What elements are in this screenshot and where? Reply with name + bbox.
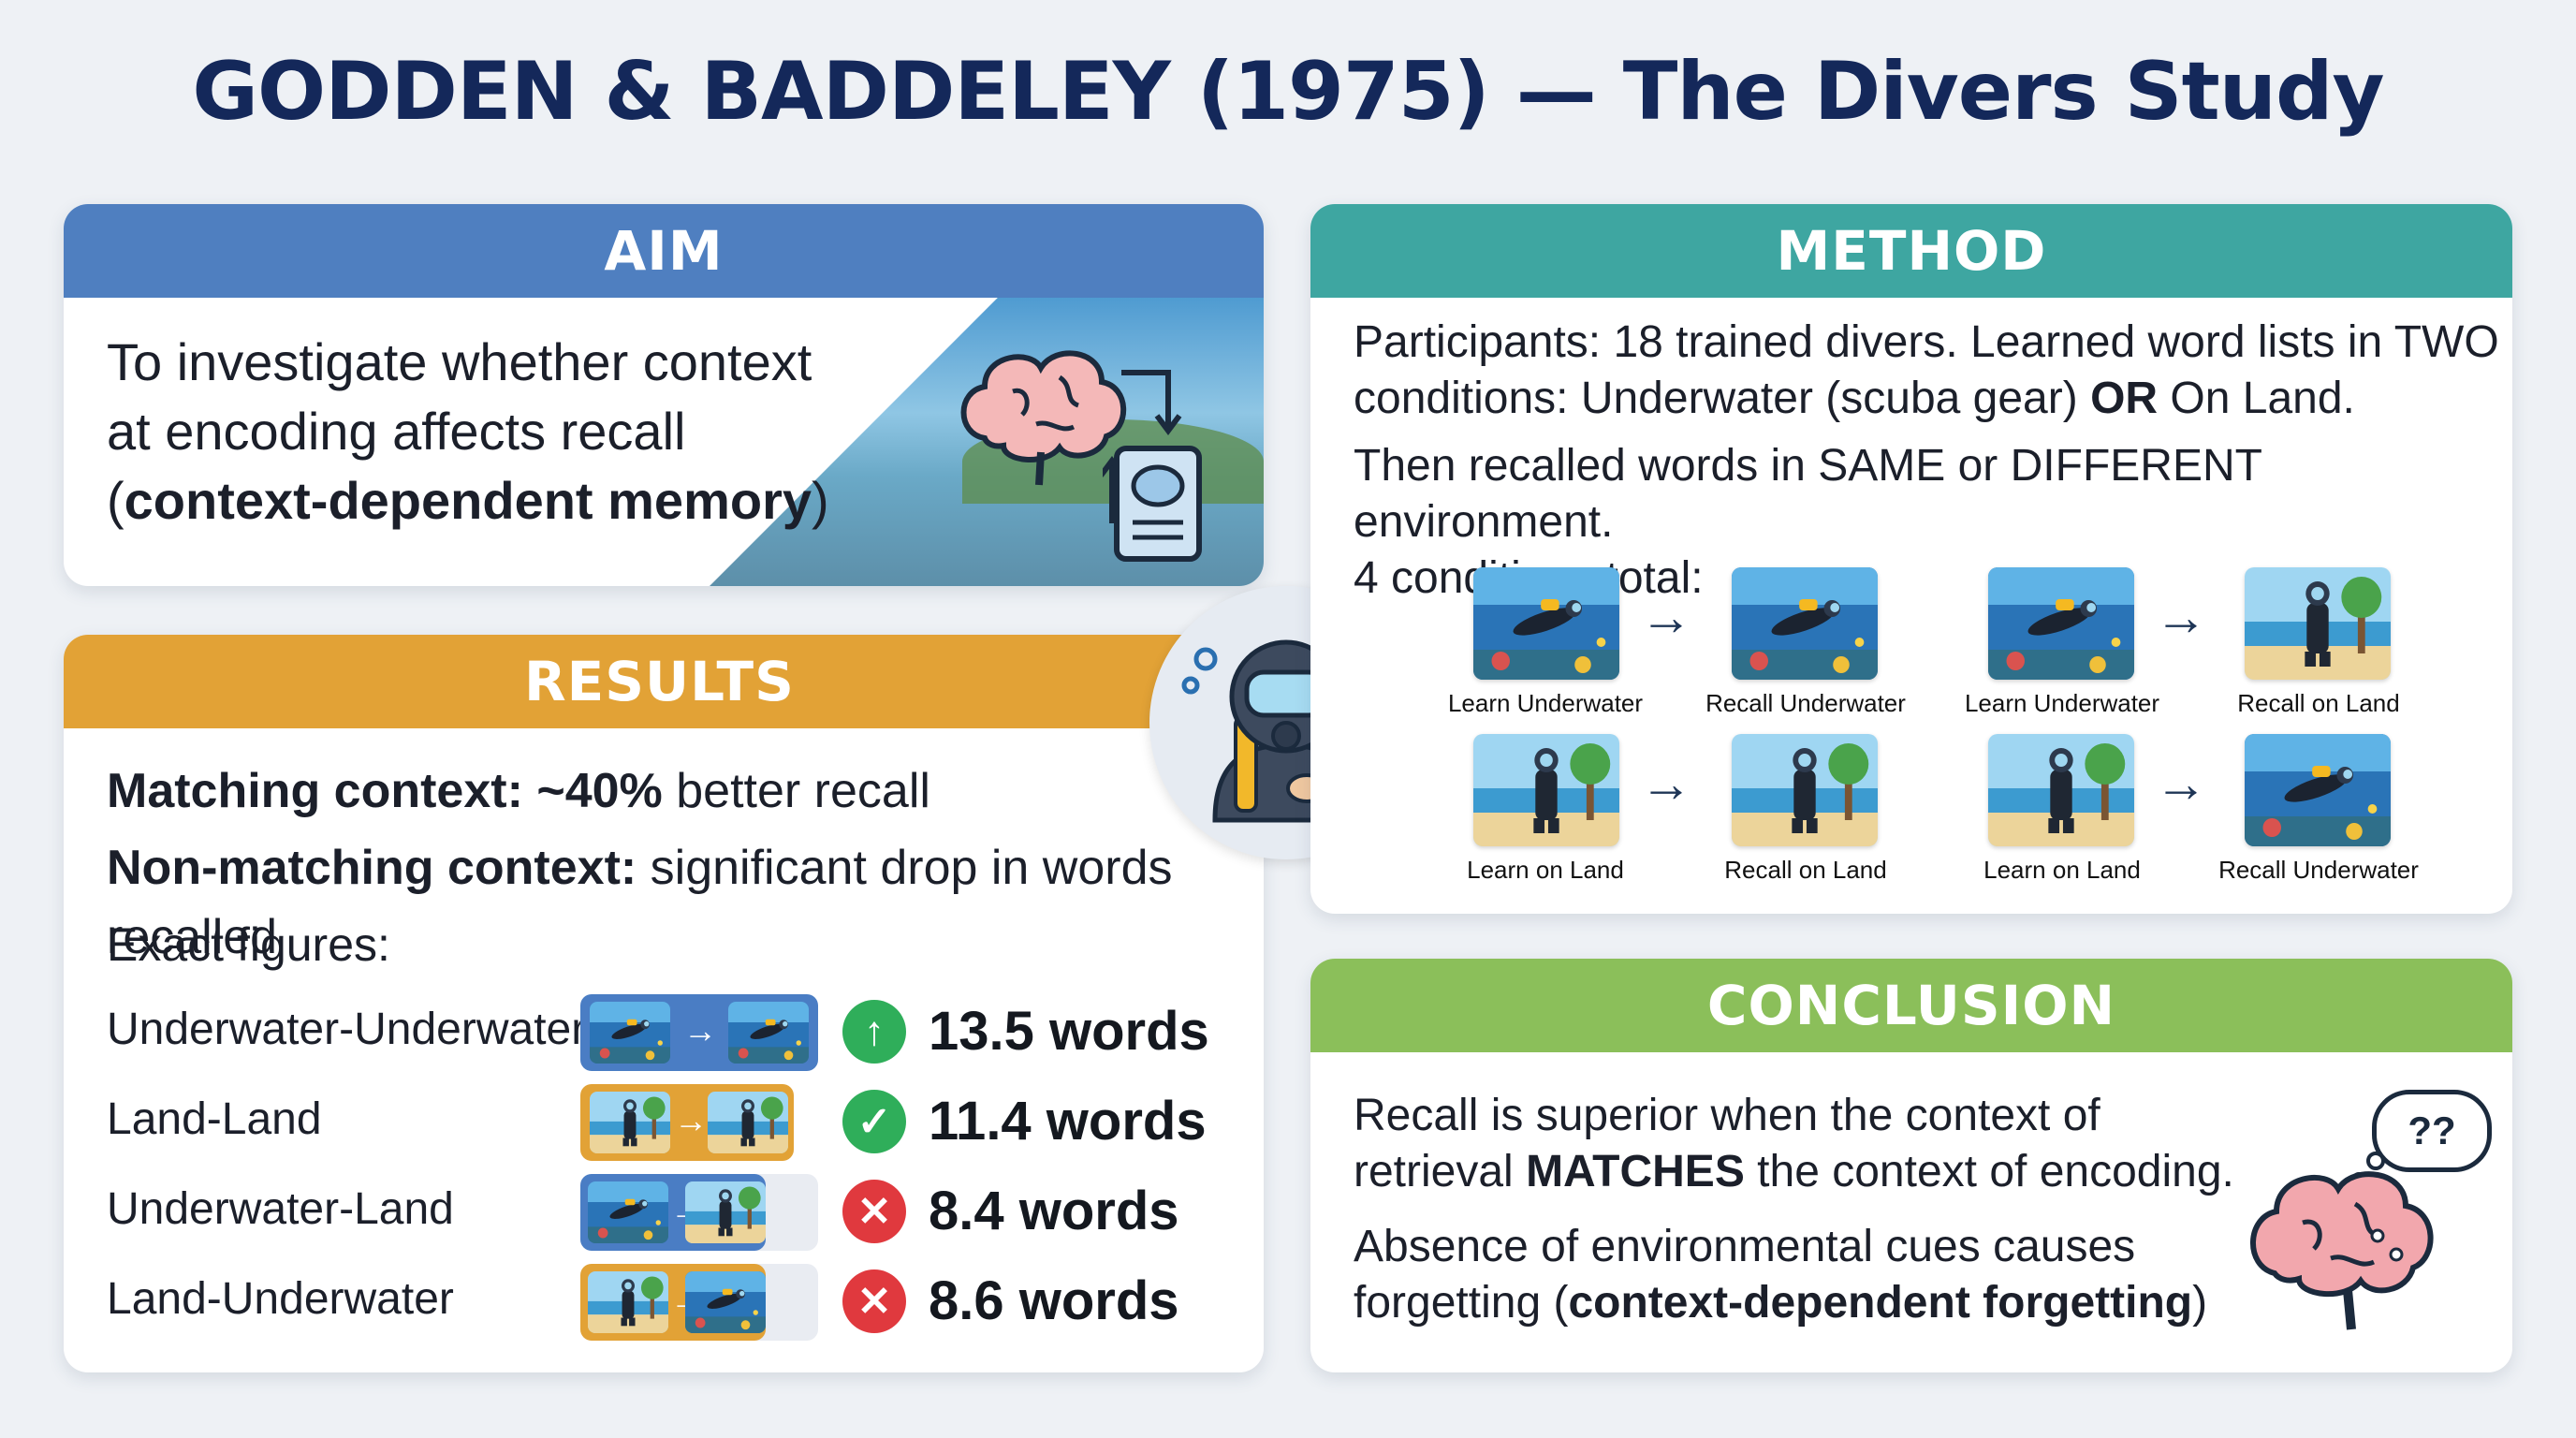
conclusion-line-3: Absence of environmental cues causes [1354, 1222, 2136, 1271]
conclusion-line-4: forgetting (context-dependent forgetting… [1354, 1275, 2207, 1331]
matching-rest: better recall [662, 764, 930, 818]
conclusion-line-1: Recall is superior when the context of [1354, 1091, 2100, 1140]
row-label-land-land: Land-Land [107, 1094, 322, 1144]
condition-label: Recall on Land [1724, 856, 1887, 884]
method-card: METHOD Participants: 18 trained divers. … [1310, 204, 2512, 914]
aim-card: AIM To investigate whether context at en… [64, 204, 1264, 586]
condition-label: Recall Underwater [1705, 689, 1906, 717]
pair-land-land: → [580, 1084, 794, 1161]
up-arrow-icon: ↑ [842, 1000, 906, 1064]
brain-question-icon [2250, 1152, 2434, 1330]
check-icon: ✓ [842, 1090, 906, 1153]
aim-line-2: at encoding affects recall [107, 402, 686, 461]
pair-uw-land: → [580, 1174, 818, 1251]
row-label-uw-land: Underwater-Land [107, 1184, 454, 1234]
brain-icon [960, 350, 1127, 486]
page-title: GODDEN & BADDELEY (1975) — The Divers St… [192, 45, 2384, 139]
document-brain-icon [1114, 446, 1202, 562]
condition-thumb-land [1732, 734, 1878, 846]
method-or-bold: OR [2090, 374, 2159, 423]
condition-label: Recall on Land [2237, 689, 2400, 717]
aim-line-3: (context-dependent memory) [107, 466, 829, 536]
value-land-uw: 8.6 words [929, 1270, 1179, 1331]
conclusion-line-2a: retrieval [1354, 1147, 1527, 1196]
condition-label: Learn Underwater [1964, 689, 2160, 717]
condition-arrow-icon: → [1640, 587, 1692, 646]
aim-header: AIM [64, 204, 1264, 298]
condition-thumb-underwater [1988, 567, 2134, 680]
aim-line-1: To investigate whether context [107, 332, 812, 391]
results-nonmatching: Non-matching context: significant drop i… [107, 833, 1264, 972]
condition-label: Learn Underwater [1447, 689, 1644, 717]
row-label-land-uw: Land-Underwater [107, 1274, 454, 1324]
conclusion-line-2: retrieval MATCHES the context of encodin… [1354, 1144, 2234, 1200]
thumb-land [590, 1092, 670, 1153]
condition-thumb-land [2245, 567, 2391, 680]
condition-thumb-underwater [2245, 734, 2391, 846]
results-matching: Matching context: ~40% better recall [107, 756, 930, 826]
thumb-underwater [590, 1002, 670, 1064]
pair-land-uw: → [580, 1264, 818, 1341]
method-line-3: Then recalled words in SAME or DIFFERENT… [1354, 441, 2262, 547]
method-line-2b: On Land. [2158, 374, 2355, 423]
question-marks: ?? [2408, 1108, 2456, 1152]
conclusion-line-2b: the context of encoding. [1744, 1147, 2234, 1196]
conclusion-forgetting-bold: context-dependent forgetting [1568, 1278, 2193, 1328]
thumb-underwater [728, 1002, 809, 1064]
thought-bubble: ?? [2372, 1090, 2492, 1172]
results-exact-label: Exact figures: [107, 918, 390, 971]
aim-paren-close: ) [812, 471, 829, 530]
condition-label: Recall Underwater [2218, 856, 2419, 884]
method-line-2a: conditions: Underwater (scuba gear) [1354, 374, 2091, 423]
thumb-underwater [588, 1181, 668, 1243]
method-header: METHOD [1310, 204, 2512, 298]
value-land-land: 11.4 words [929, 1091, 1207, 1152]
condition-label: Learn on Land [1467, 856, 1624, 884]
condition-thumb-underwater [1732, 567, 1878, 680]
condition-thumb-land [1988, 734, 2134, 846]
method-participants: Participants: 18 trained divers. Learned… [1354, 315, 2499, 427]
nonmatching-rest: significant drop in words recalled [107, 841, 1173, 964]
condition-label: Learn on Land [1983, 856, 2141, 884]
aim-paren-open: ( [107, 471, 124, 530]
aim-bold: context-dependent memory [124, 471, 812, 530]
condition-thumb-underwater [1473, 567, 1619, 680]
conclusion-line-4b: ) [2192, 1278, 2208, 1328]
row-label-uw-uw: Underwater-Underwater [107, 1005, 587, 1054]
pair-uw-uw: → [580, 994, 818, 1071]
method-line-2: conditions: Underwater (scuba gear) OR O… [1354, 371, 2499, 427]
value-uw-land: 8.4 words [929, 1181, 1179, 1241]
conclusion-matches-bold: MATCHES [1526, 1147, 1745, 1196]
conclusion-text-2: Absence of environmental cues causes for… [1354, 1219, 2207, 1331]
conclusion-card: CONCLUSION Recall is superior when the c… [1310, 959, 2512, 1372]
cross-icon: ✕ [842, 1180, 906, 1243]
pair-arrow-icon: → [683, 1011, 717, 1049]
nonmatching-bold: Non-matching context: [107, 841, 637, 895]
condition-thumb-land [1473, 734, 1619, 846]
thumb-underwater [685, 1271, 766, 1333]
thumb-land [588, 1271, 668, 1333]
cross-icon: ✕ [842, 1269, 906, 1333]
condition-arrow-icon: → [1640, 754, 1692, 813]
conclusion-line-4a: forgetting ( [1354, 1278, 1569, 1328]
matching-bold: Matching context: ~40% [107, 764, 663, 818]
conclusion-text-1: Recall is superior when the context of r… [1354, 1088, 2234, 1200]
results-header: RESULTS [64, 635, 1264, 728]
results-card: RESULTS Matching context: ~40% better re… [64, 635, 1264, 1372]
condition-arrow-icon: → [2155, 754, 2207, 813]
aim-text: To investigate whether context at encodi… [107, 328, 829, 536]
condition-arrow-icon: → [2155, 587, 2207, 646]
conclusion-header: CONCLUSION [1310, 959, 2512, 1052]
pair-arrow-icon: → [674, 1101, 708, 1139]
thumb-land [708, 1092, 788, 1153]
thumb-land [685, 1181, 766, 1243]
value-uw-uw: 13.5 words [929, 1001, 1209, 1062]
method-line-1: Participants: 18 trained divers. Learned… [1354, 317, 2499, 367]
